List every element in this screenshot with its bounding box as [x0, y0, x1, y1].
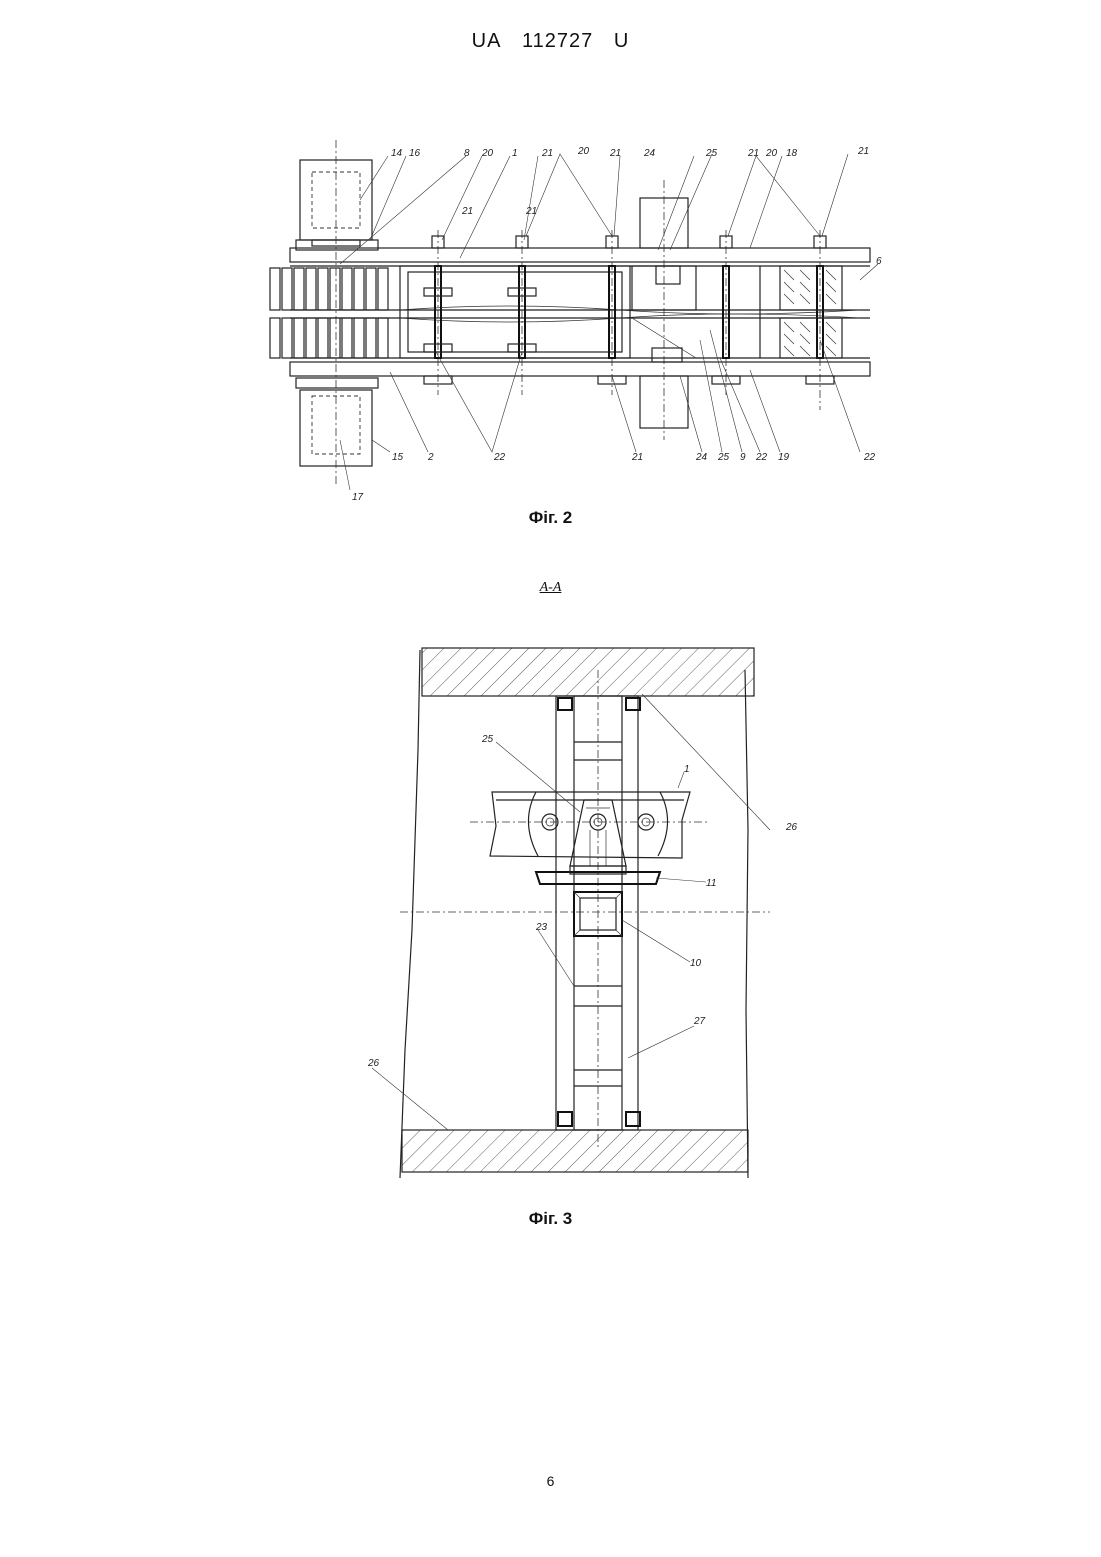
fig2-callout-21-side-a: 21 [461, 206, 473, 217]
fig2-callout-8: 8 [464, 148, 470, 159]
bottom-slab [402, 1130, 748, 1172]
fig2-callout-20c: 20 [765, 148, 778, 159]
fig2-callout-21b: 21 [609, 148, 621, 159]
fig2-callout-22c: 22 [863, 452, 876, 463]
fig3-callout-27: 27 [693, 1016, 706, 1027]
fig2-callout-21a: 21 [541, 148, 553, 159]
fig2-callout-21c: 21 [747, 148, 759, 159]
fig2-callout-15: 15 [392, 452, 404, 463]
figure-3-drawing: 25 1 26 11 23 10 27 26 [360, 630, 820, 1190]
fig3-callout-11: 11 [706, 878, 716, 889]
fig2-callout-22b: 22 [755, 452, 768, 463]
fig2-callout-24b: 24 [695, 452, 708, 463]
right-hatched-blocks [780, 266, 842, 358]
fig2-callout-2: 2 [427, 452, 434, 463]
fig3-callout-1: 1 [684, 764, 690, 775]
fig2-callout-20a: 20 [481, 148, 494, 159]
fig2-callout-17: 17 [352, 492, 364, 503]
fig2-callout-18: 18 [786, 148, 798, 159]
figure-2-caption: Фіг. 2 [0, 508, 1101, 528]
patent-country-code: UA [472, 30, 502, 52]
fig2-callout-19: 19 [778, 452, 790, 463]
fig3-callout-26-bottom: 26 [367, 1058, 380, 1069]
fig3-callout-26-top: 26 [785, 822, 798, 833]
section-label-a-a: A-A [0, 580, 1101, 596]
fig3-callout-25: 25 [481, 734, 494, 745]
figure-3-caption: Фіг. 3 [0, 1209, 1101, 1229]
fig2-callout-20b: 20 [577, 146, 590, 157]
fig2-callout-21e: 21 [631, 452, 643, 463]
upper-gear-teeth [270, 268, 388, 310]
fig2-callout-1: 1 [512, 148, 518, 159]
patent-kind-code: U [614, 30, 629, 52]
fig2-callout-25: 25 [705, 148, 718, 159]
fig2-callout-6: 6 [876, 256, 882, 267]
fig2-callout-21d: 21 [857, 146, 869, 157]
fig2-callout-25b: 25 [717, 452, 730, 463]
fig2-callout-9: 9 [740, 452, 746, 463]
fig3-callout-10: 10 [690, 958, 702, 969]
fig2-callout-16: 16 [409, 148, 421, 159]
tie-bolts [424, 230, 834, 410]
fig2-callout-21-side-b: 21 [525, 206, 537, 217]
figure-2-drawing: 14 16 8 20 1 21 20 21 24 25 21 20 18 21 … [260, 140, 900, 510]
fig2-callout-22a: 22 [493, 452, 506, 463]
fig2-callout-14: 14 [391, 148, 403, 159]
lower-gear-teeth [270, 318, 388, 358]
patent-header: UA 112727 U [0, 30, 1101, 53]
top-slab [422, 648, 754, 696]
fig3-callout-23: 23 [535, 922, 548, 933]
page-number: 6 [0, 1473, 1101, 1489]
patent-number: 112727 [522, 30, 593, 52]
fig2-callout-24: 24 [643, 148, 656, 159]
